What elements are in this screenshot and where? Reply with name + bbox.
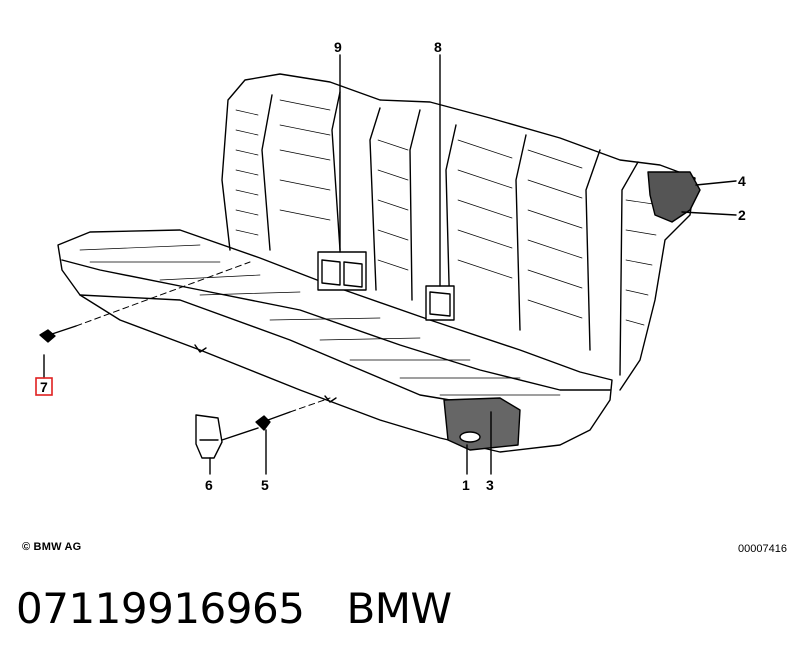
part-number-line: 07119916965 BMW: [16, 584, 452, 633]
belt-buckle-9: [317, 251, 367, 291]
callout-4: 4: [738, 173, 746, 189]
callout-1: 1: [462, 477, 470, 493]
callout-7: 7: [40, 379, 48, 395]
seat-frame: [443, 397, 521, 451]
callout-2: 2: [738, 207, 746, 223]
brand-name: BMW: [346, 584, 452, 633]
callout-5: 5: [261, 477, 269, 493]
callout-7-highlight: [35, 377, 53, 396]
callout-9: 9: [334, 39, 342, 55]
copyright-text: © BMW AG: [22, 541, 82, 553]
screw-5: [255, 415, 271, 431]
screw-7: [39, 329, 56, 343]
seat-cushion-outline: [57, 229, 613, 453]
part-number: 07119916965: [16, 584, 305, 633]
trim-cover: [647, 171, 701, 223]
seat-diagram: 9 8 4 2 7 6 5 1 3: [35, 39, 746, 493]
callout-6: 6: [205, 477, 213, 493]
backrest-outline: [221, 73, 696, 391]
reference-code: 00007416: [738, 543, 787, 555]
callout-8: 8: [434, 39, 442, 55]
callout-3: 3: [486, 477, 494, 493]
clip-6: [195, 414, 223, 459]
